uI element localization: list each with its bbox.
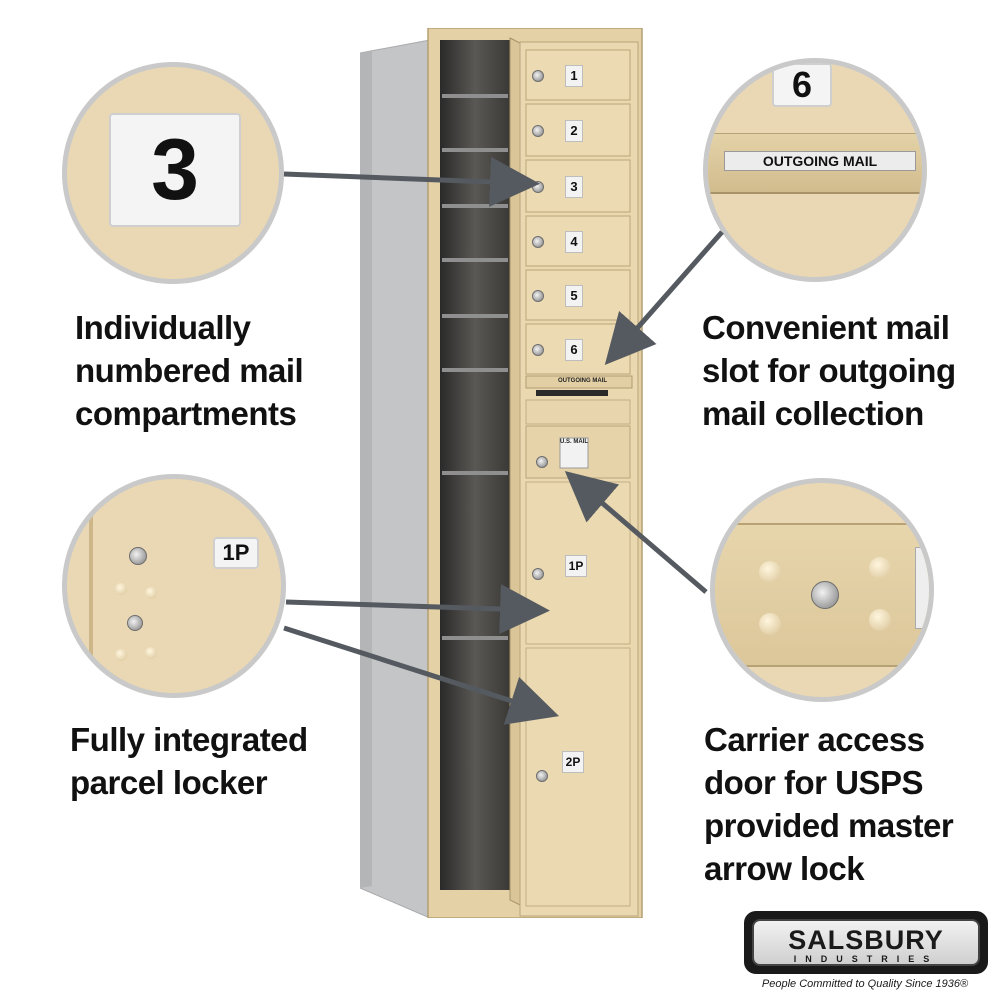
caption-line: door for USPS [704, 764, 924, 801]
caption-line: provided master [704, 807, 954, 844]
caption-line: Fully integrated [70, 721, 308, 758]
lock-icon [129, 547, 147, 565]
lock-icon [532, 125, 544, 137]
parcel-label-1p: 1P [565, 555, 587, 577]
number-plate: 1P [213, 537, 259, 569]
mailbox-unit: 1 2 3 4 5 6 OUTGOING MAIL U.S. MAIL 1P 2… [360, 28, 650, 918]
parcel-door-edge [89, 479, 93, 693]
caption-line: Individually [75, 309, 251, 346]
lock-icon [532, 290, 544, 302]
zoom-parcel-locker: 1P [62, 474, 286, 698]
lock-icon [127, 615, 143, 631]
compartment-label-5: 5 [565, 285, 583, 307]
usmail-label: U.S. MAIL [560, 439, 588, 445]
rivet [869, 557, 891, 579]
rivet [759, 613, 781, 635]
rivet [759, 561, 781, 583]
lock-icon [532, 70, 544, 82]
caption-numbered-compartments: Individually numbered mail compartments [75, 306, 304, 435]
parcel-label-2p: 2P [562, 751, 584, 773]
lock-icon [536, 456, 548, 468]
caption-carrier-door: Carrier access door for USPS provided ma… [704, 718, 954, 890]
logo-name: SALSBURY [788, 925, 944, 955]
zoom-number-plate: 3 [62, 62, 284, 284]
compartment-label-3: 3 [565, 176, 583, 198]
mailbox-body [360, 28, 643, 918]
salsbury-logo: SALSBURY INDUSTRIES [744, 911, 988, 974]
zoom-carrier-lock [710, 478, 934, 702]
rivet [115, 649, 127, 661]
lock-icon [532, 236, 544, 248]
caption-parcel-locker: Fully integrated parcel locker [70, 718, 308, 804]
logo-tagline: People Committed to Quality Since 1936® [761, 978, 969, 990]
caption-line: numbered mail [75, 352, 304, 389]
caption-outgoing-slot: Convenient mail slot for outgoing mail c… [702, 306, 956, 435]
caption-line: Convenient mail [702, 309, 950, 346]
lock-icon [536, 770, 548, 782]
lock-icon [532, 344, 544, 356]
caption-line: Carrier access [704, 721, 925, 758]
number-plate: 3 [109, 113, 241, 227]
caption-line: mail collection [702, 395, 924, 432]
logo-badge: SALSBURY INDUSTRIES [752, 919, 980, 966]
rivet [145, 587, 157, 599]
compartment-label-1: 1 [565, 65, 583, 87]
outgoing-label-plate: OUTGOING MAIL [724, 151, 916, 171]
zoom-outgoing-mail: 6 OUTGOING MAIL [703, 58, 927, 282]
logo-sub: INDUSTRIES [793, 954, 939, 964]
master-lock-icon [811, 581, 839, 609]
compartment-label-6: 6 [565, 339, 583, 361]
rivet [869, 609, 891, 631]
usmail-plate-edge [915, 547, 929, 629]
caption-line: parcel locker [70, 764, 268, 801]
outgoing-mail-label: OUTGOING MAIL [558, 378, 607, 384]
compartment-label-2: 2 [565, 120, 583, 142]
number-plate: 6 [772, 63, 832, 107]
caption-line: slot for outgoing [702, 352, 956, 389]
lock-icon [532, 568, 544, 580]
rivet [145, 647, 157, 659]
caption-line: arrow lock [704, 850, 865, 887]
caption-line: compartments [75, 395, 297, 432]
rivet [115, 583, 127, 595]
compartment-label-4: 4 [565, 231, 583, 253]
lock-icon [532, 181, 544, 193]
